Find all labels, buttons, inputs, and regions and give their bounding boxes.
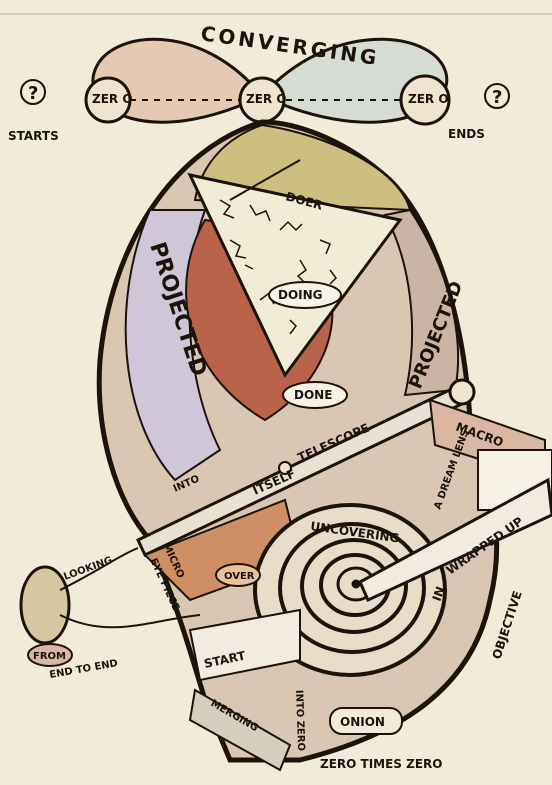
- onion-label: ONION: [340, 715, 385, 729]
- zero-label-center: ZER O: [246, 92, 287, 106]
- eye-shape: [21, 567, 69, 643]
- question-mark-left: ?: [28, 83, 38, 104]
- zero-label-left: ZER O: [92, 92, 133, 106]
- zero-label-right: ZER O: [408, 92, 449, 106]
- zero-times-zero-label: ZERO TIMES ZERO: [320, 757, 442, 771]
- from-label: FROM: [33, 651, 66, 662]
- done-label: DONE: [294, 388, 332, 402]
- question-mark-right: ?: [492, 87, 502, 108]
- starts-label: STARTS: [8, 129, 59, 143]
- doing-label: DOING: [278, 288, 323, 302]
- telescope-end-cap: [450, 380, 474, 404]
- into-zero-label: INTO ZERO: [293, 690, 306, 752]
- over-label: OVER: [224, 571, 255, 582]
- ends-label: ENDS: [448, 127, 485, 141]
